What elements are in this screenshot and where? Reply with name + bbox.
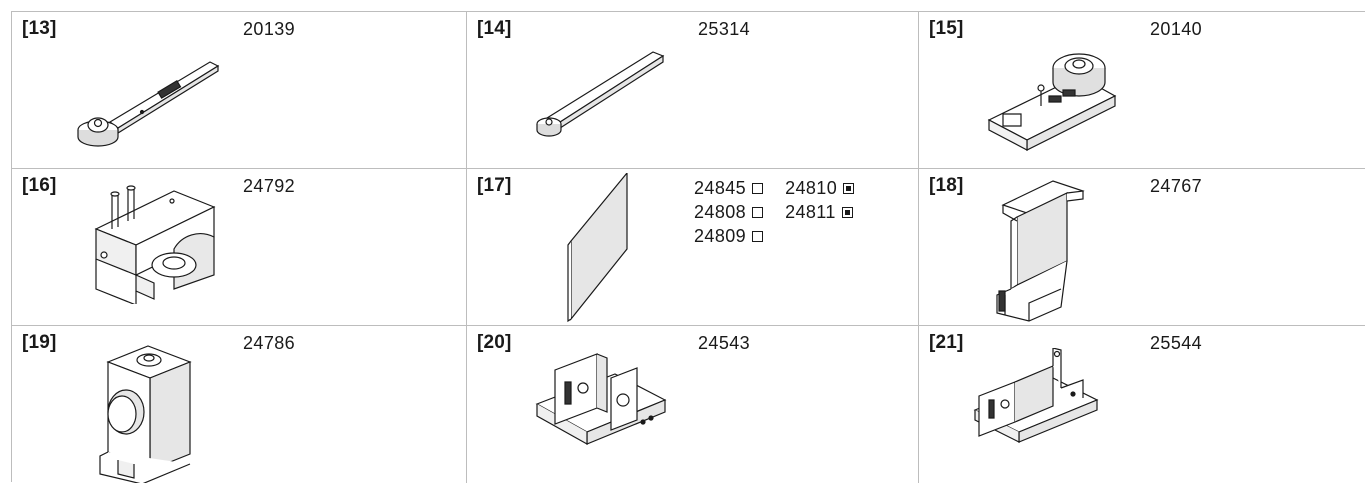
part-index: [15] xyxy=(929,18,964,39)
part-index: [14] xyxy=(477,18,512,39)
profile-rail-icon xyxy=(983,177,1103,322)
mounting-bracket-icon xyxy=(525,344,675,454)
variant-code: 24810 xyxy=(785,176,855,200)
variant-code: 24808 xyxy=(694,200,764,224)
mounting-bracket-small-icon xyxy=(965,348,1115,448)
part-cell-17: [17] 24845 24810 24808 24811 24809 xyxy=(467,169,919,326)
empty-square-icon xyxy=(752,206,764,218)
part-cell-13: [13] 20139 xyxy=(12,12,467,169)
variant-code: 24845 xyxy=(694,176,764,200)
part-cell-14: [14] 25314 xyxy=(467,12,919,169)
part-cell-15: [15] 20140 xyxy=(919,12,1365,169)
stop-block-icon xyxy=(90,334,200,483)
part-cell-16: [16] 24792 xyxy=(12,169,467,326)
part-cell-19: [19] 24786 xyxy=(12,326,467,483)
part-index: [13] xyxy=(22,18,57,39)
part-index: [20] xyxy=(477,332,512,353)
part-code: 25314 xyxy=(698,19,751,39)
part-cell-18: [18] 24767 xyxy=(919,169,1365,326)
part-cell-21: [21] 25544 xyxy=(919,326,1365,483)
guide-block-icon xyxy=(74,179,224,304)
part-index: [16] xyxy=(22,175,57,196)
part-code: 24543 xyxy=(698,333,751,353)
part-code: 20140 xyxy=(1150,19,1203,39)
part-code: 20139 xyxy=(243,19,296,39)
variant-row: 24808 24811 xyxy=(694,200,876,224)
parts-grid: [13] 20139 [14] 25314 xyxy=(11,11,1365,483)
roller-arm-long-icon xyxy=(529,44,669,144)
filled-square-icon xyxy=(841,206,853,218)
variant-code-list: 24845 24810 24808 24811 24809 xyxy=(694,176,876,248)
filled-square-icon xyxy=(843,182,855,194)
variant-code: 24811 xyxy=(785,200,853,224)
part-code: 24786 xyxy=(243,333,296,353)
part-code: 24767 xyxy=(1150,176,1203,196)
part-code: 25544 xyxy=(1150,333,1203,353)
roller-bracket-icon xyxy=(979,32,1129,152)
panel-strip-icon xyxy=(565,173,635,323)
part-index: [18] xyxy=(929,175,964,196)
part-cell-20: [20] 24543 xyxy=(467,326,919,483)
variant-code: 24809 xyxy=(694,224,764,248)
variant-row: 24809 xyxy=(694,224,876,248)
part-index: [19] xyxy=(22,332,57,353)
part-index: [17] xyxy=(477,175,512,196)
part-code: 24792 xyxy=(243,176,296,196)
part-index: [21] xyxy=(929,332,964,353)
variant-row: 24845 24810 xyxy=(694,176,876,200)
empty-square-icon xyxy=(752,230,764,242)
empty-square-icon xyxy=(752,182,764,194)
roller-arm-icon xyxy=(70,42,230,152)
